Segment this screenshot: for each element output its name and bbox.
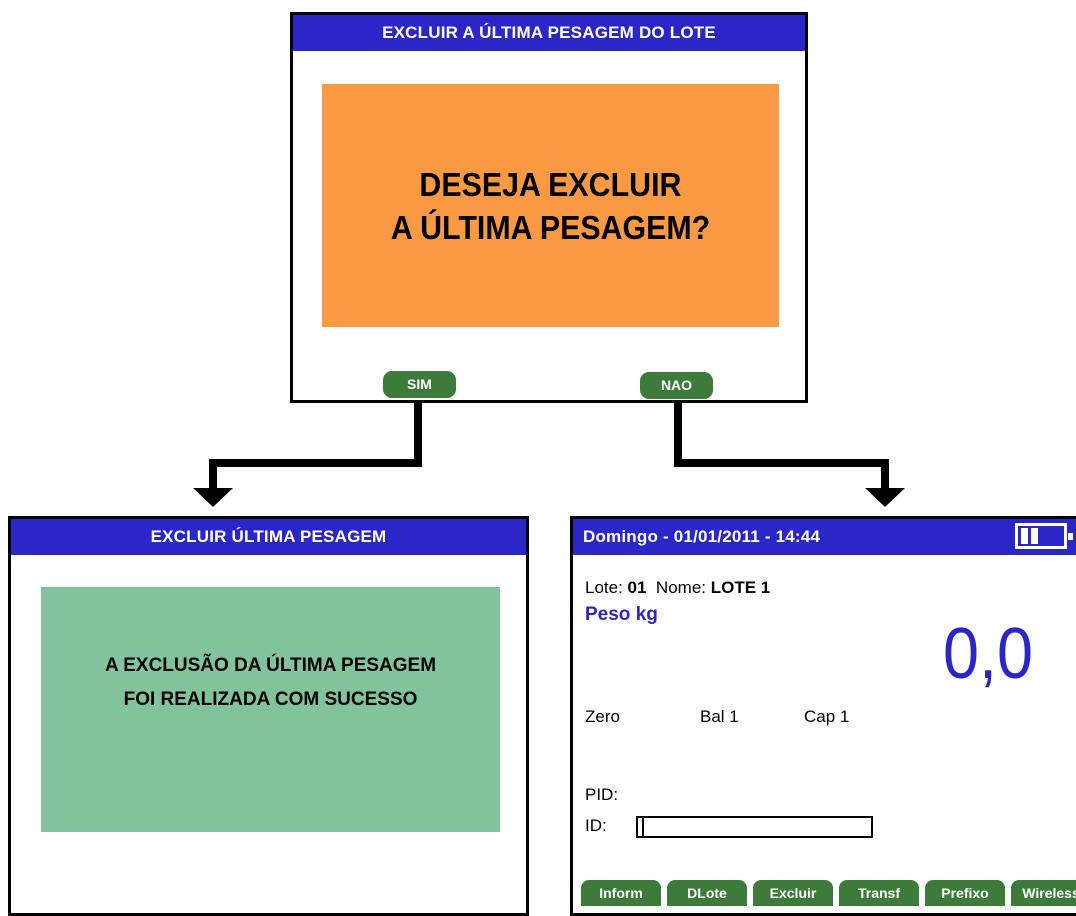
weight-value: 0,0 — [943, 614, 1034, 694]
dialog-title: EXCLUIR A ÚLTIMA PESAGEM DO LOTE — [293, 15, 805, 51]
arrow-down-icon — [865, 488, 905, 507]
confirm-message-line2: A ÚLTIMA PESAGEM? — [390, 208, 711, 246]
menu-prefixo-button[interactable]: Prefixo — [925, 880, 1005, 906]
menu-wireless-button[interactable]: Wireless — [1011, 880, 1076, 906]
arrow-yes — [193, 402, 422, 507]
lote-info: Lote: 01 Nome: LOTE 1 — [585, 578, 770, 598]
success-message-box: A EXCLUSÃO DA ÚLTIMA PESAGEM FOI REALIZA… — [41, 587, 500, 832]
status-cap: Cap 1 — [804, 707, 850, 726]
pid-label: PID: — [585, 785, 619, 804]
id-field[interactable] — [636, 816, 873, 838]
menu-excluir-button[interactable]: Excluir — [753, 880, 833, 906]
lote-label: Lote: — [585, 578, 623, 597]
menu-dlote-button[interactable]: DLote — [667, 880, 747, 906]
lote-value: 01 — [627, 578, 647, 597]
nome-label: Nome: — [655, 578, 706, 597]
yes-button[interactable]: SIM — [383, 371, 456, 398]
no-button[interactable]: NAO — [640, 372, 713, 399]
battery-icon — [1015, 523, 1073, 549]
delete-success-screen: EXCLUIR ÚLTIMA PESAGEM A EXCLUSÃO DA ÚLT… — [8, 516, 529, 916]
status-header: Domingo - 01/01/2011 - 14:44 — [573, 519, 1076, 555]
nome-value: LOTE 1 — [710, 578, 771, 597]
confirm-message-line1: DESEJA EXCLUIR — [419, 165, 682, 203]
success-message-line1: A EXCLUSÃO DA ÚLTIMA PESAGEM — [104, 655, 437, 676]
success-title: EXCLUIR ÚLTIMA PESAGEM — [11, 519, 526, 555]
main-weighing-screen: Domingo - 01/01/2011 - 14:44 Lote: 01 No… — [570, 516, 1076, 916]
weight-label: Peso kg — [585, 604, 658, 625]
arrow-down-icon — [193, 488, 233, 507]
date-time: Domingo - 01/01/2011 - 14:44 — [583, 527, 821, 546]
status-bal: Bal 1 — [700, 707, 739, 726]
confirm-delete-dialog: EXCLUIR A ÚLTIMA PESAGEM DO LOTE DESEJA … — [290, 12, 808, 403]
confirm-message-box: DESEJA EXCLUIR A ÚLTIMA PESAGEM? — [322, 84, 779, 327]
status-zero: Zero — [585, 707, 620, 726]
menu-inform-button[interactable]: Inform — [581, 880, 661, 906]
menu-transf-button[interactable]: Transf — [839, 880, 919, 906]
success-message-line2: FOI REALIZADA COM SUCESSO — [123, 689, 418, 710]
arrow-no — [674, 402, 905, 507]
id-label: ID: — [585, 816, 607, 835]
